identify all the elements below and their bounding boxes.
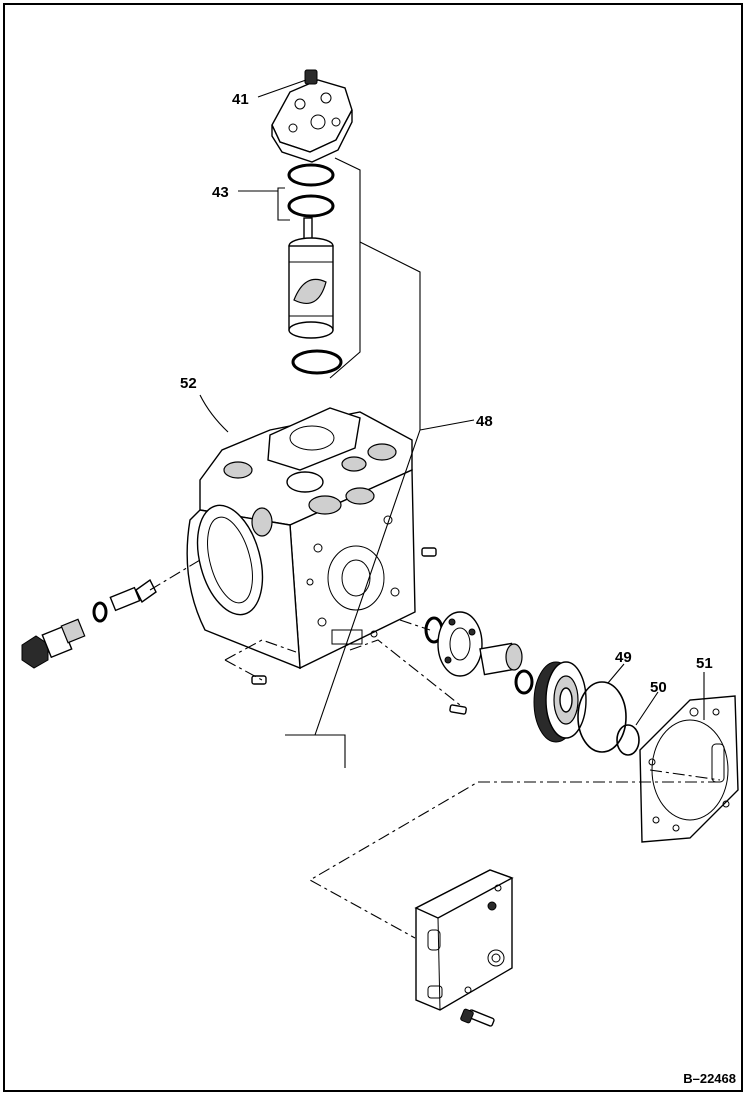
callout-51: 51	[696, 655, 713, 672]
part-41-valve-cover	[271, 69, 353, 163]
callout-48: 48	[476, 413, 493, 430]
part-51-gasket	[639, 695, 739, 843]
part-43-o-rings-and-spool	[287, 163, 343, 375]
end-cover-plate	[414, 869, 514, 1011]
group-brackets	[277, 157, 421, 768]
callout-labels: 41 43 52 48 49 50 51 B–22468	[180, 91, 736, 1086]
adjuster-screw-assembly	[21, 578, 157, 669]
callout-41: 41	[232, 91, 249, 108]
leader-lines	[199, 79, 705, 736]
assembly-centerlines	[149, 559, 721, 939]
bearing-sleeve	[479, 642, 534, 695]
callout-52: 52	[180, 375, 197, 392]
figure-reference: B–22468	[683, 1071, 736, 1086]
end-cover-bolt	[460, 1008, 495, 1027]
part-49-o-ring	[577, 681, 627, 753]
small-screws	[251, 547, 467, 715]
callout-50: 50	[650, 679, 667, 696]
callout-49: 49	[615, 649, 632, 666]
callout-43: 43	[212, 184, 229, 201]
part-50-o-ring	[616, 724, 640, 756]
shaft-seal-carrier	[533, 661, 587, 743]
valve-plate	[424, 611, 483, 677]
part-52-pump-housing	[186, 407, 416, 670]
